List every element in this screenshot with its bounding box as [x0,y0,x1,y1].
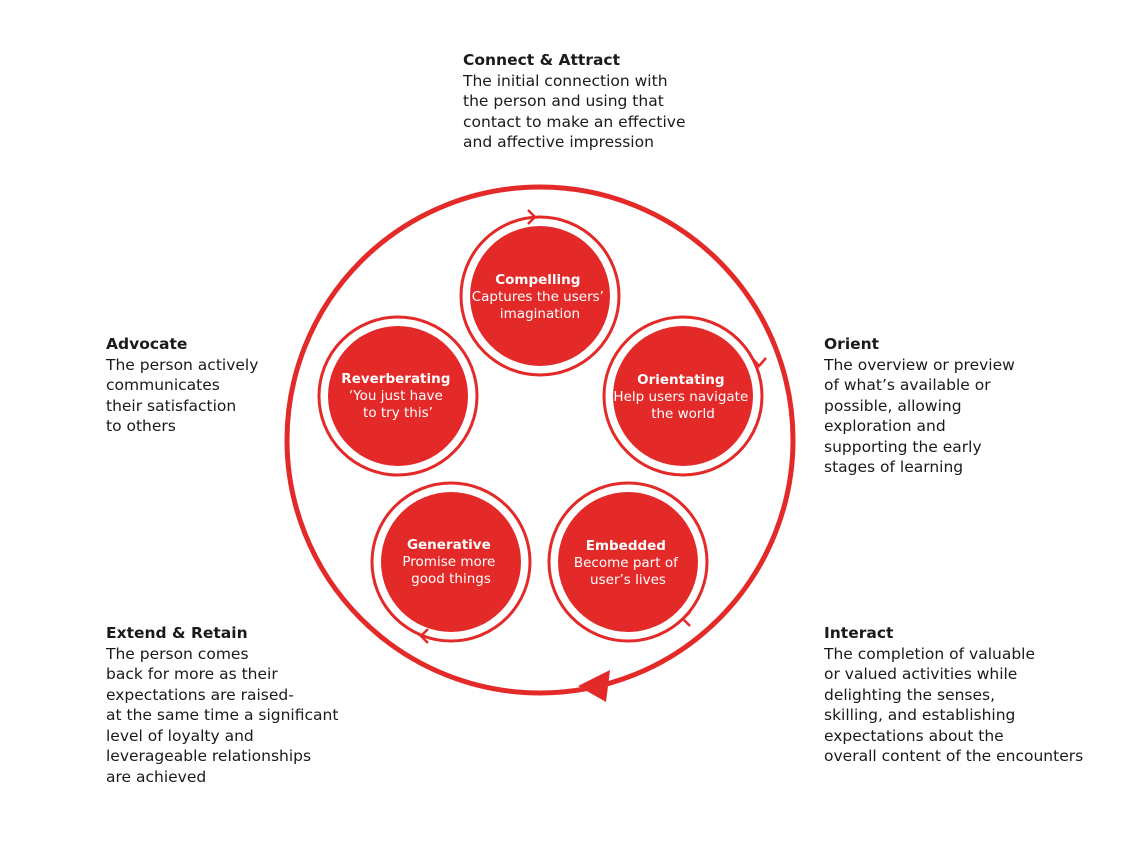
node-orientating: Orientating Help users navigate the worl… [602,315,767,477]
stage-advocate: Advocate The person actively communicate… [106,334,258,437]
svg-text:Compelling Captures the: Compelling Captures the users’ imaginati… [472,272,609,322]
chevron-left-icon [681,611,691,627]
svg-text:Generative Promise more: Generative Promise more good things [402,537,499,587]
stage-title: Interact [824,624,894,642]
node-generative: Generative Promise more good things [370,481,532,644]
node-title: Generative [407,537,491,553]
node-line: Help users navigate [613,389,748,405]
stage-extend-retain: Extend & Retain The person comes back fo… [106,623,338,787]
stage-title: Connect & Attract [463,51,621,69]
outer-cycle-arrow-icon [578,670,610,702]
chevron-right-icon [527,209,537,225]
node-line: good things [411,571,491,587]
stage-title: Extend & Retain [106,624,248,642]
node-line: the world [651,406,715,422]
node-line: imagination [500,306,580,322]
stage-description: The person actively communicates their s… [106,355,259,436]
node-title: Reverberating [341,371,450,387]
node-embedded: Embedded Become part of user’s lives [547,481,709,643]
svg-text:Orientating Help users n: Orientating Help users navigate the worl… [613,372,752,422]
chevron-left-icon [419,628,429,644]
node-reverberating: Reverberating ‘You just have to try this… [317,315,479,477]
stage-description: The overview or preview of what’s availa… [824,355,1015,477]
stage-connect-attract: Connect & Attract The initial connection… [463,50,686,153]
stage-title: Advocate [106,335,188,353]
svg-text:Embedded Become part of: Embedded Become part of user’s lives [574,538,682,588]
node-title: Compelling [495,272,580,288]
node-line: to try this’ [363,405,433,421]
stage-title: Orient [824,335,880,353]
stage-orient: Orient The overview or preview of what’s… [824,334,1015,478]
chevron-down-icon [751,357,767,368]
svg-text:Reverberating ‘You just: Reverberating ‘You just have to try this… [341,371,454,421]
stage-description: The completion of valuable or valued act… [824,644,1084,766]
node-line: Become part of [574,555,679,571]
stage-description: The person comes back for more as their … [106,644,339,786]
stage-description: The initial connection with the person a… [463,71,686,152]
node-line: ‘You just have [349,388,443,404]
node-title: Orientating [637,372,724,388]
node-compelling: Compelling Captures the users’ imaginati… [459,209,621,377]
stage-interact: Interact The completion of valuable or v… [824,623,1083,767]
node-line: user’s lives [590,572,666,588]
outer-cycle-ring [284,184,796,696]
node-line: Promise more [402,554,495,570]
node-title: Embedded [586,538,666,554]
node-line: Captures the users’ [472,289,604,305]
